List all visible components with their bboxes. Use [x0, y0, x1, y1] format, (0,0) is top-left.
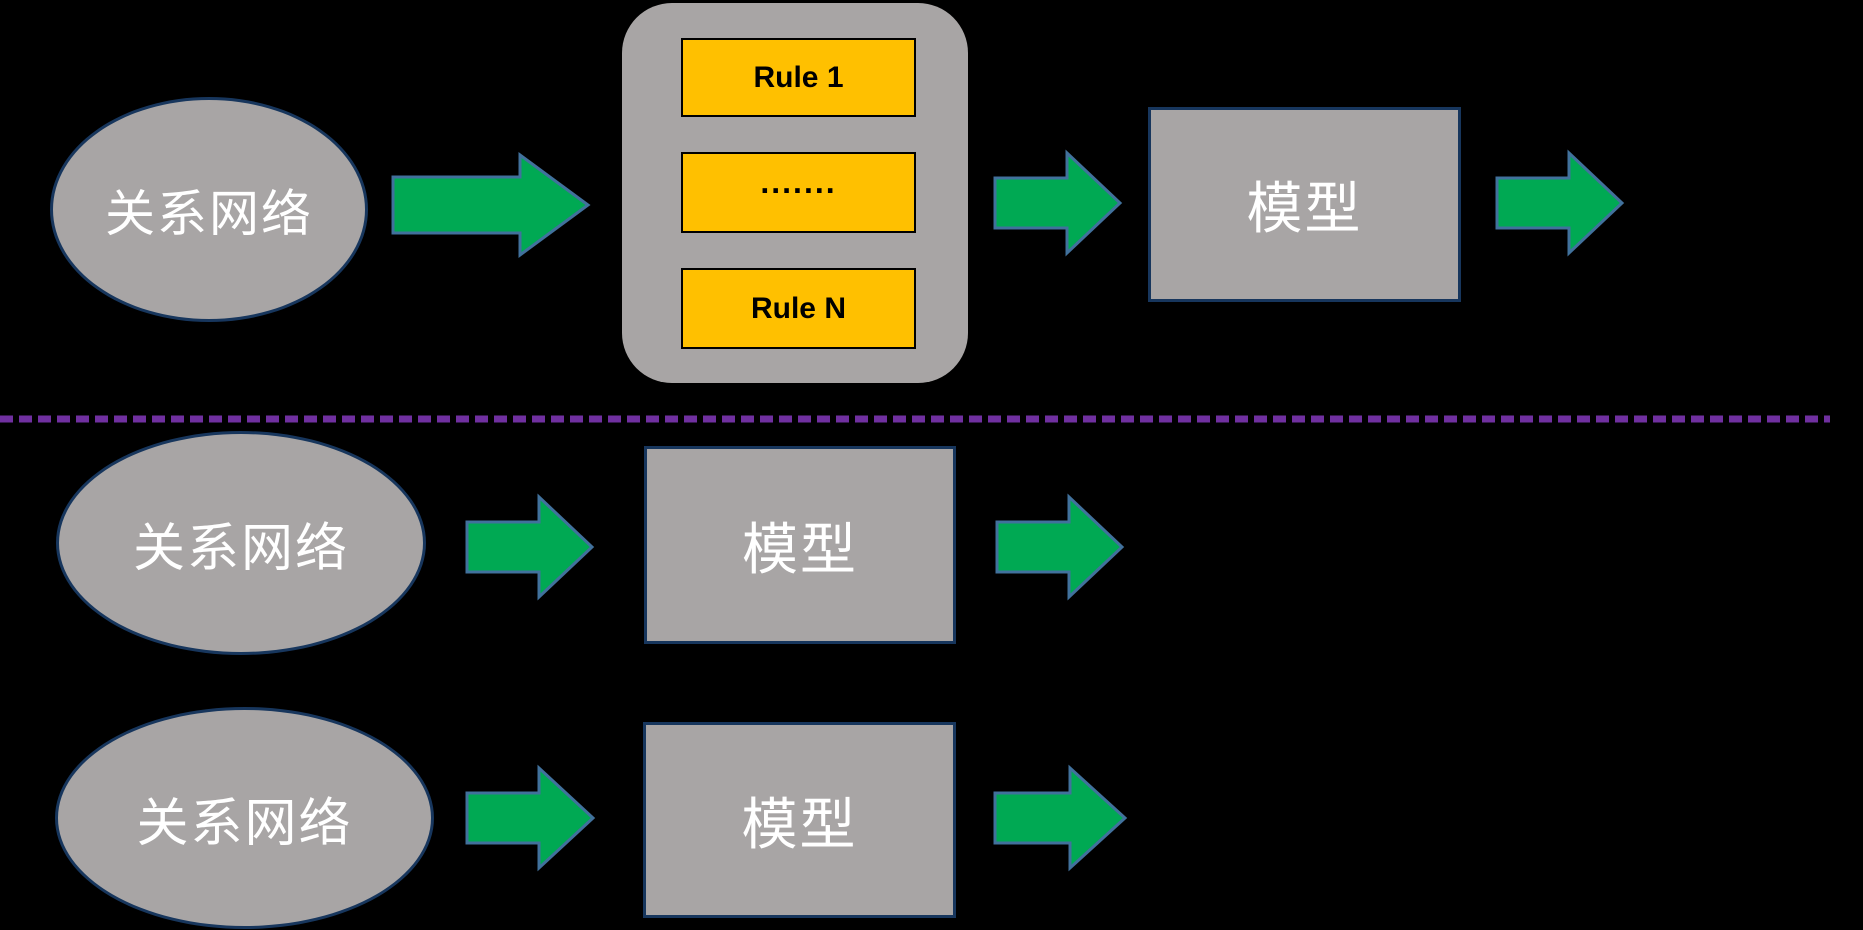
relation-network-label: 关系网络 [136, 795, 353, 853]
dashed-divider-line [0, 415, 1830, 423]
arrow-right-icon [391, 152, 591, 258]
arrow-right-icon [993, 764, 1128, 872]
rule-1-label: Rule 1 [753, 60, 844, 94]
relation-network-ellipse-bottom: 关系网络 [55, 707, 434, 929]
relation-network-ellipse-top: 关系网络 [50, 97, 368, 322]
relation-network-label: 关系网络 [132, 520, 349, 578]
rule-n-label: Rule N [750, 291, 846, 325]
rules-container: Rule 1 ....... Rule N [622, 3, 968, 383]
rule-box-n: Rule N [681, 268, 916, 349]
model-label: 模型 [741, 794, 858, 857]
relation-network-ellipse-middle: 关系网络 [56, 431, 426, 655]
model-box-middle: 模型 [644, 446, 956, 644]
arrow-right-icon [993, 149, 1123, 257]
rule-box-1: Rule 1 [681, 38, 916, 117]
rule-ellipsis-label: ....... [760, 164, 837, 200]
model-box-top: 模型 [1148, 107, 1461, 302]
arrow-right-icon [465, 764, 596, 872]
rule-box-ellipsis: ....... [681, 152, 916, 233]
relation-network-label: 关系网络 [105, 185, 313, 242]
arrow-right-icon [1495, 149, 1625, 257]
model-box-bottom: 模型 [643, 722, 956, 918]
model-label: 模型 [1246, 179, 1363, 241]
arrow-right-icon [465, 493, 595, 601]
arrow-right-icon [995, 493, 1125, 601]
model-label: 模型 [742, 519, 858, 582]
